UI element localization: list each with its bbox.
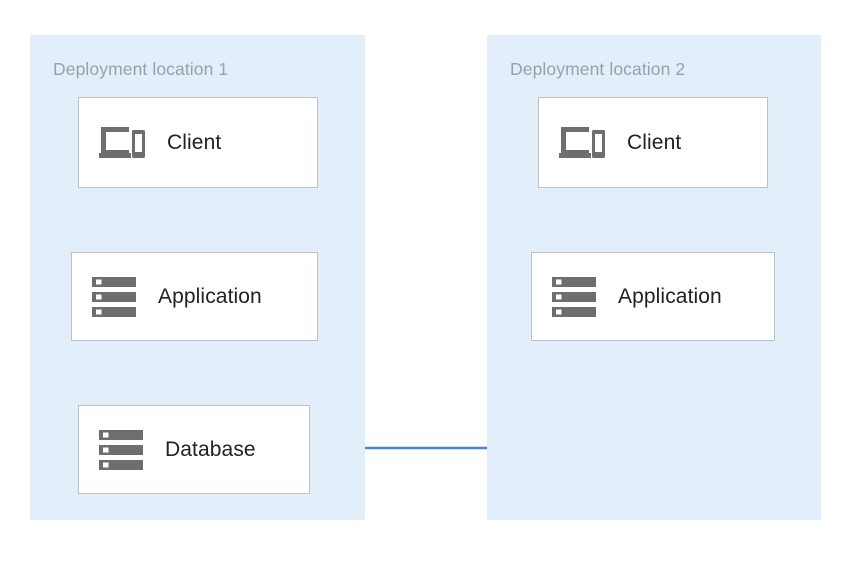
node-application-1[interactable]: Application [71, 252, 318, 341]
node-application-2[interactable]: Application [531, 252, 775, 341]
server-stack-icon [92, 276, 136, 317]
server-stack-icon [552, 276, 596, 317]
client-devices-icon [559, 126, 605, 158]
zone-2-title: Deployment location 2 [510, 59, 686, 79]
client-devices-icon [99, 126, 145, 158]
node-client-2-label: Client [627, 130, 682, 154]
node-application-2-label: Application [618, 284, 722, 308]
node-database-1-label: Database [165, 437, 256, 461]
zone-1-title: Deployment location 1 [53, 59, 229, 79]
node-database-1[interactable]: Database [78, 405, 310, 494]
node-client-1-label: Client [167, 130, 222, 154]
server-stack-icon [99, 429, 143, 470]
node-client-1[interactable]: Client [78, 97, 318, 188]
node-client-2[interactable]: Client [538, 97, 768, 188]
node-application-1-label: Application [158, 284, 262, 308]
